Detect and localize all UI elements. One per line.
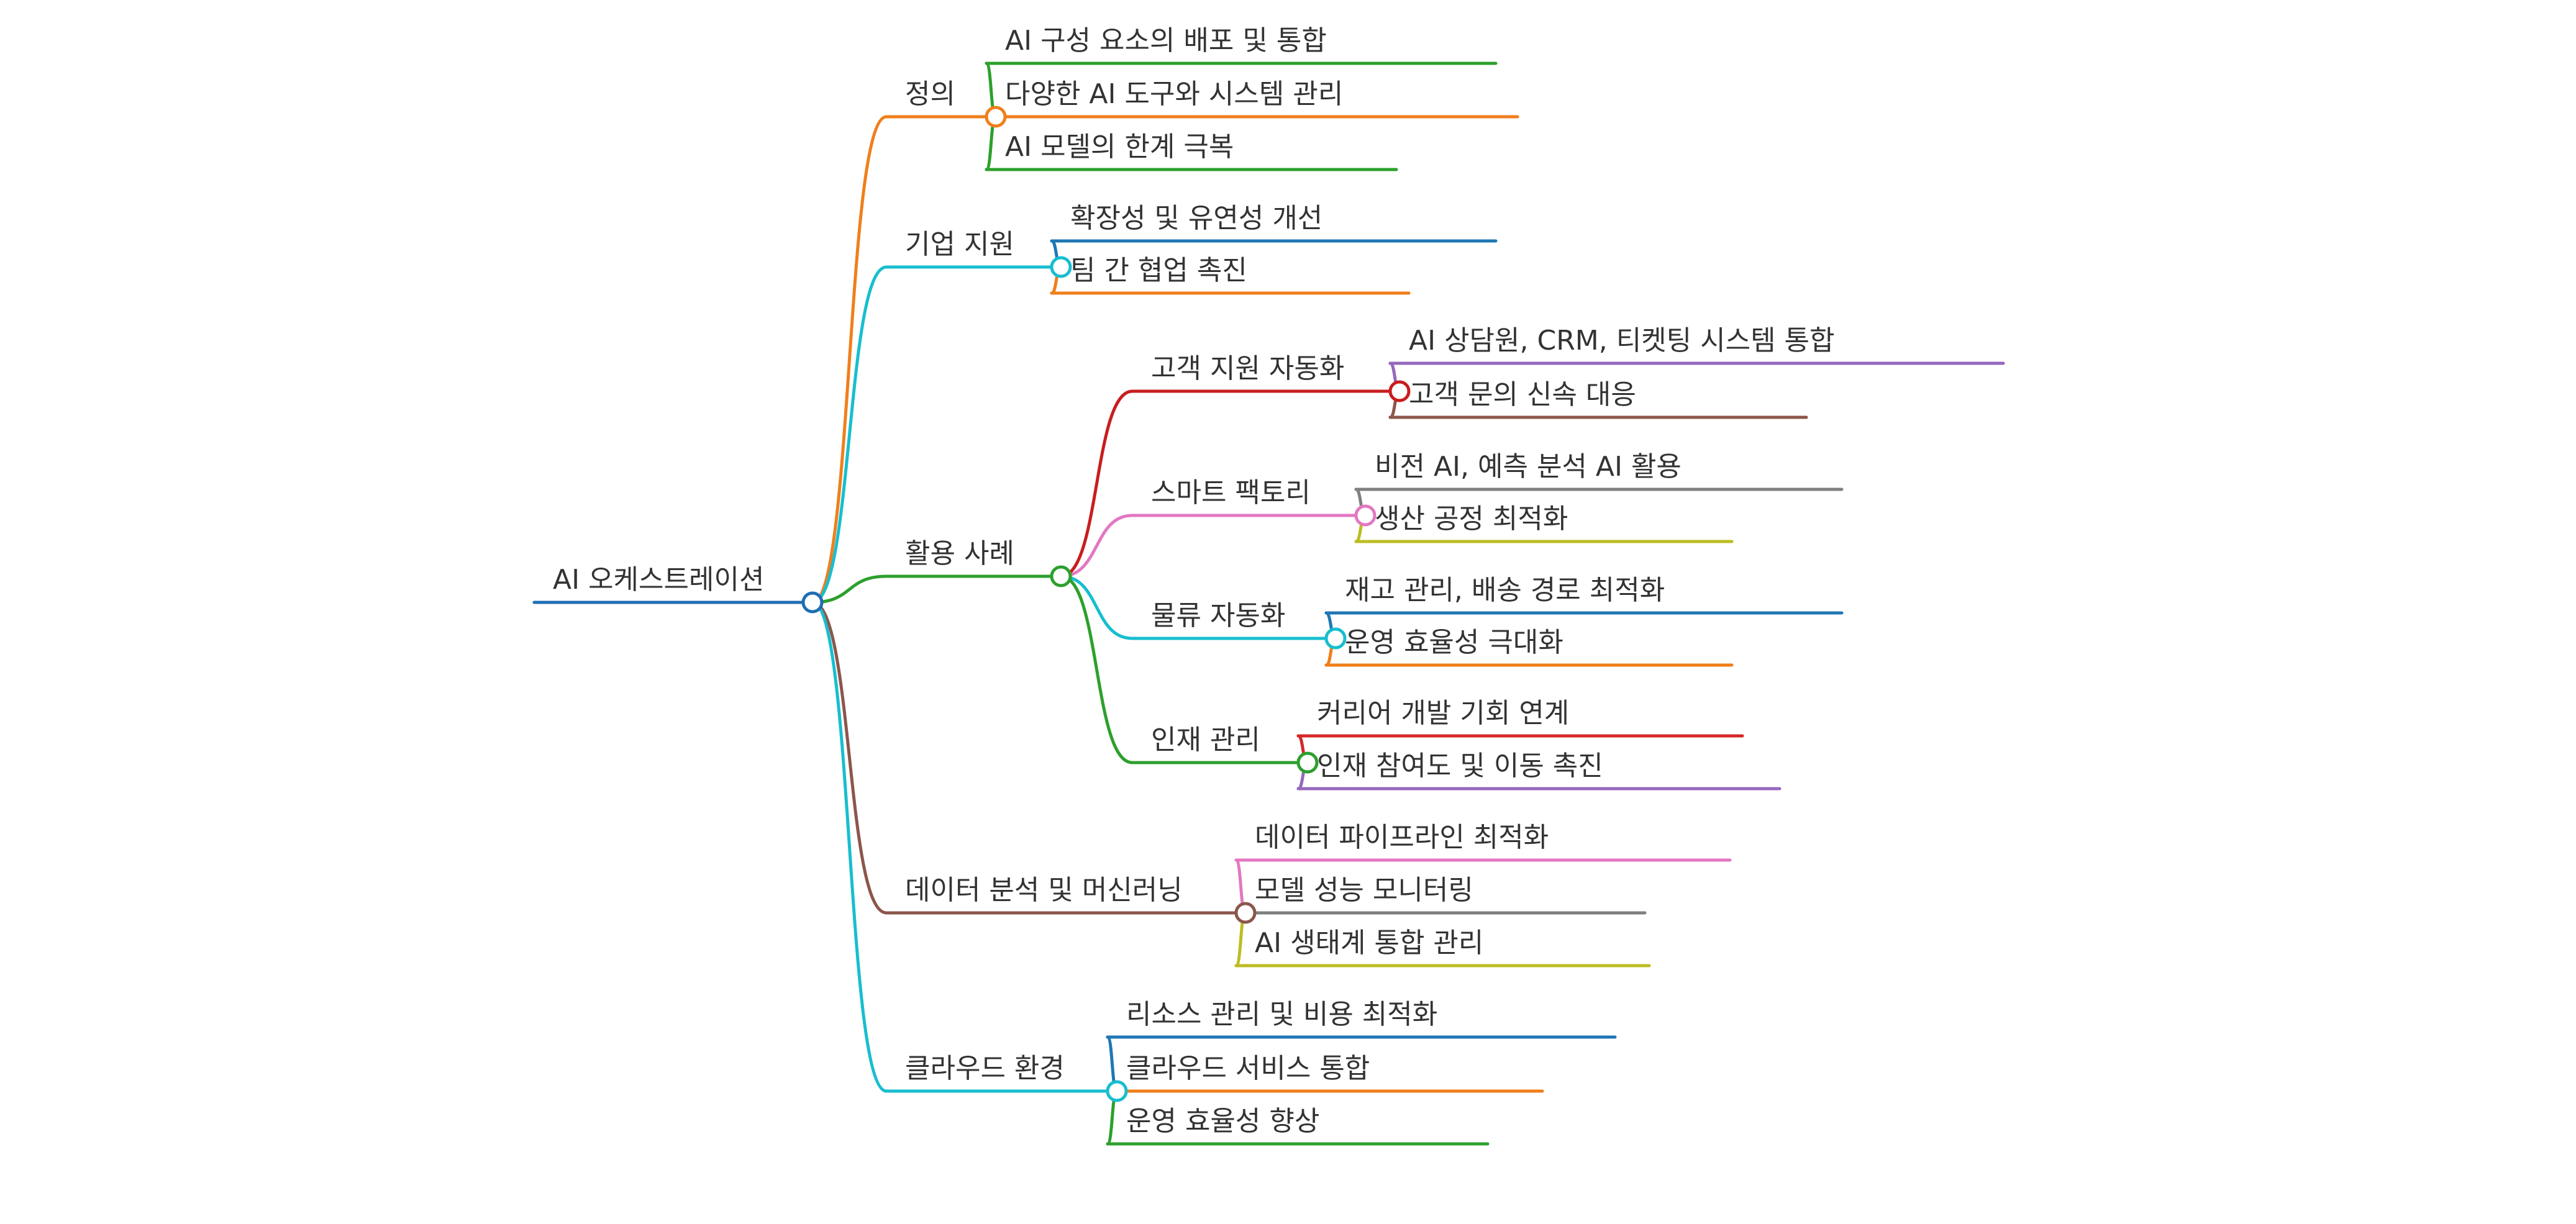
root-node-circle[interactable] [801, 591, 824, 614]
branch-1-2-label: 다양한 AI 도구와 시스템 관리 [1005, 78, 1343, 110]
branch-5-label: 클라우드 환경 [905, 1053, 1065, 1084]
branch-3-4-2-label: 인재 참여도 및 이동 촉진 [1317, 750, 1603, 782]
branch-1-label: 정의 [905, 78, 955, 110]
branch-3-3-node-circle[interactable] [1324, 627, 1347, 650]
branch-3-4-1-label: 커리어 개발 기회 연계 [1317, 697, 1569, 729]
mind-map-connectors [532, 61, 2005, 1146]
branch-3-connector [811, 574, 888, 604]
branch-3-2-node-circle[interactable] [1354, 504, 1377, 527]
branch-3-2-1-label: 비전 AI, 예측 분석 AI 활용 [1375, 451, 1682, 483]
branch-3-1-2-label: 고객 문의 신속 대응 [1409, 379, 1636, 410]
branch-3-node-circle[interactable] [1050, 565, 1072, 587]
branch-4-label: 데이터 분석 및 머신러닝 [905, 874, 1183, 906]
branch-2-connector [811, 265, 888, 604]
branch-3-4-node-circle[interactable] [1296, 751, 1319, 774]
branch-3-1-connector [1059, 389, 1134, 578]
branch-3-4-connector [1059, 574, 1134, 764]
branch-4-connector [811, 601, 888, 915]
branch-3-label: 활용 사례 [905, 538, 1014, 569]
branch-3-2-connector [1059, 514, 1134, 578]
branch-4-3-label: AI 생태계 통합 관리 [1255, 927, 1483, 959]
branch-3-3-2-label: 운영 효율성 극대화 [1345, 627, 1563, 658]
branch-3-3-connector [1059, 574, 1134, 640]
branch-2-label: 기업 지원 [905, 229, 1014, 260]
branch-3-4-label: 인재 관리 [1151, 724, 1260, 756]
branch-1-connector [811, 115, 888, 604]
root-label: AI 오케스트레이션 [553, 564, 764, 596]
branch-4-node-circle[interactable] [1234, 902, 1257, 924]
branch-5-connector [811, 601, 888, 1093]
branch-2-2-label: 팀 간 협업 촉진 [1070, 255, 1247, 286]
branch-3-3-1-label: 재고 관리, 배송 경로 최적화 [1345, 574, 1665, 606]
branch-3-3-label: 물류 자동화 [1151, 600, 1285, 632]
branch-4-2-label: 모델 성능 모니터링 [1255, 874, 1473, 906]
branch-5-3-label: 운영 효율성 향상 [1126, 1105, 1319, 1137]
branch-5-1-label: 리소스 관리 및 비용 최적화 [1126, 999, 1437, 1030]
branch-3-2-2-label: 생산 공정 최적화 [1375, 503, 1568, 535]
branch-1-3-label: AI 모델의 한계 극복 [1005, 131, 1234, 163]
branch-1-1-label: AI 구성 요소의 배포 및 통합 [1005, 25, 1327, 57]
branch-3-2-label: 스마트 팩토리 [1151, 477, 1311, 509]
branch-4-1-label: 데이터 파이프라인 최적화 [1255, 822, 1549, 853]
branch-2-1-label: 확장성 및 유연성 개선 [1070, 202, 1322, 234]
branch-3-1-node-circle[interactable] [1388, 380, 1411, 402]
branch-2-node-circle[interactable] [1050, 256, 1072, 278]
branch-5-node-circle[interactable] [1106, 1080, 1128, 1102]
branch-3-1-label: 고객 지원 자동화 [1151, 353, 1344, 384]
branch-3-1-1-label: AI 상담원, CRM, 티켓팅 시스템 통합 [1409, 325, 1835, 356]
branch-1-node-circle[interactable] [985, 106, 1007, 128]
branch-5-2-label: 클라우드 서비스 통합 [1126, 1053, 1370, 1084]
